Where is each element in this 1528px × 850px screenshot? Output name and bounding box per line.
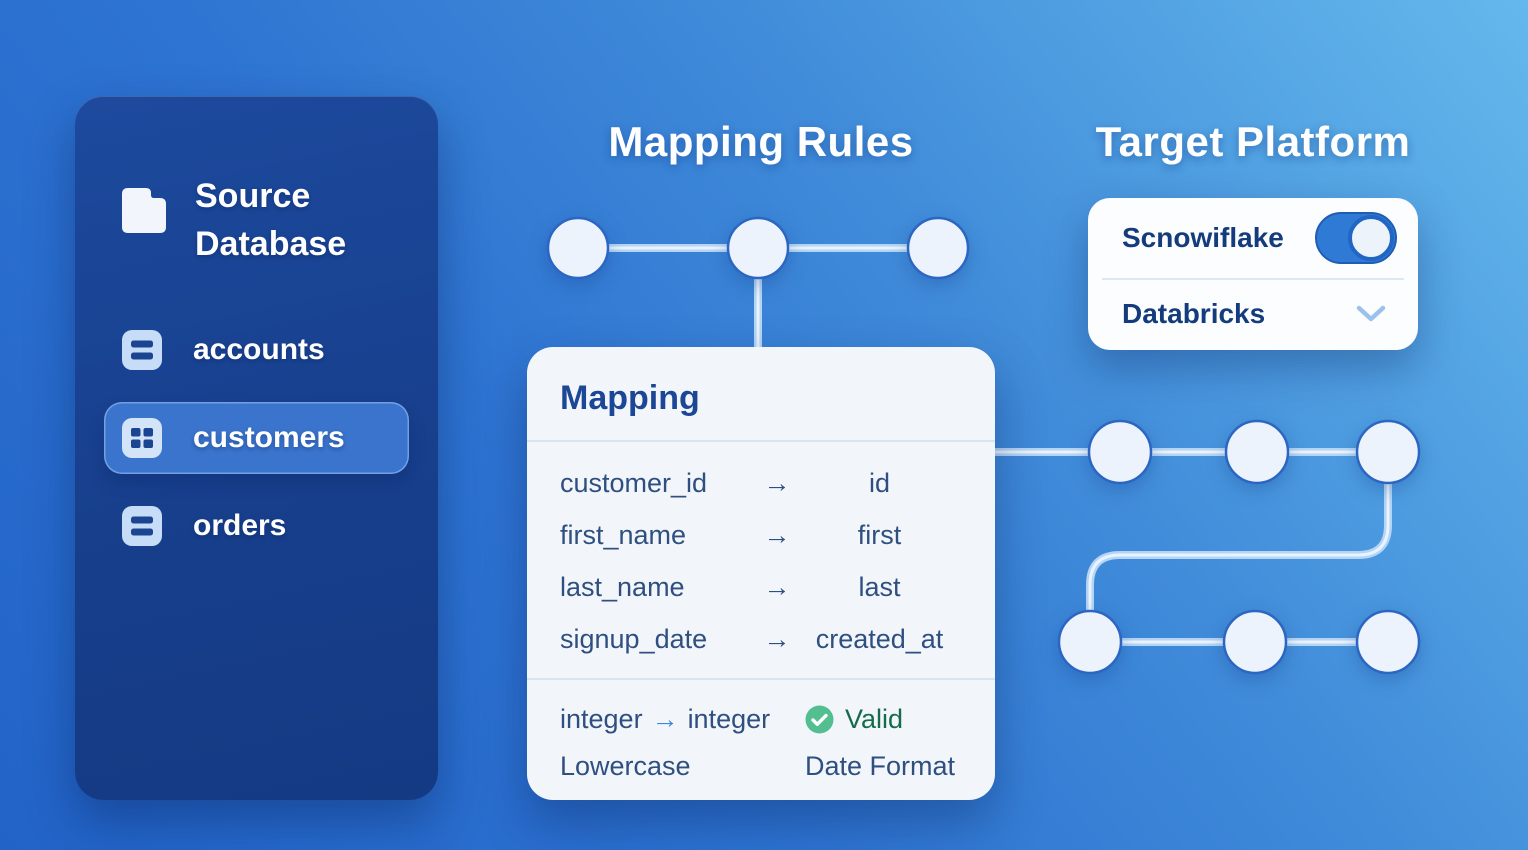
flow-node — [1222, 609, 1288, 675]
type-from: integer — [560, 704, 643, 734]
flow-node — [1355, 609, 1421, 675]
divider — [527, 678, 995, 680]
flow-node — [546, 216, 610, 280]
toggle-knob — [1348, 215, 1394, 261]
validation-status: Valid — [805, 704, 962, 735]
sidebar-item-orders[interactable]: orders — [104, 490, 409, 562]
flow-node — [1355, 419, 1421, 485]
table-rows-icon — [122, 506, 162, 546]
source-field: customer_id — [560, 467, 708, 498]
map-arrow-icon: → — [763, 571, 791, 602]
target-platform-heading: Target Platform — [1095, 118, 1411, 165]
target-option-label: Scnowiflake — [1122, 222, 1284, 253]
mapping-row: first_name → first — [560, 509, 962, 561]
target-option-snowflake: Scnowiflake — [1122, 198, 1397, 278]
source-field: last_name — [560, 571, 685, 602]
sidebar-item-label: orders — [193, 509, 287, 542]
rule-lowercase: Lowercase — [560, 751, 691, 781]
target-field: created_at — [815, 623, 944, 654]
flow-node — [1224, 419, 1290, 485]
sidebar-item-label: accounts — [193, 333, 325, 366]
flow-node — [906, 216, 970, 280]
target-option-databricks[interactable]: Databricks — [1122, 279, 1397, 349]
sidebar-item-label: customers — [193, 421, 345, 454]
status-label: Valid — [845, 704, 904, 734]
mapping-rules-heading: Mapping Rules — [608, 118, 914, 165]
check-circle-icon — [805, 705, 834, 734]
flow-node — [1087, 419, 1153, 485]
source-field: signup_date — [560, 623, 708, 654]
mapping-footer: integer → integer Valid Lowercase Date For… — [560, 696, 962, 790]
snowflake-toggle[interactable] — [1315, 212, 1397, 264]
panel-title: Source Database — [195, 177, 347, 263]
source-database-panel: Source Database accounts c — [75, 96, 438, 800]
divider — [527, 440, 995, 442]
type-to: integer — [687, 704, 771, 734]
table-rows-icon — [122, 330, 162, 370]
table-list: accounts customers orders — [104, 314, 409, 578]
mapping-rows: customer_id → id first_name → first last… — [560, 457, 962, 665]
map-arrow-icon: → — [763, 623, 791, 654]
mapping-row: customer_id → id — [560, 457, 962, 509]
sidebar-item-accounts[interactable]: accounts — [104, 314, 409, 386]
flow-node — [726, 216, 790, 280]
target-option-label: Databricks — [1122, 298, 1266, 329]
mapping-card-title: Mapping — [560, 379, 700, 417]
target-field: first — [857, 519, 902, 550]
folder-icon — [122, 188, 166, 233]
mapping-card: Mapping customer_id → id first_name → fi… — [527, 347, 995, 800]
divider — [1102, 278, 1404, 280]
source-field: first_name — [560, 519, 687, 550]
mapping-row: last_name → last — [560, 561, 962, 613]
target-field: last — [858, 571, 901, 602]
panel-header: Source Database — [118, 172, 390, 268]
table-grid-icon — [122, 418, 162, 458]
type-arrow-icon: → — [651, 704, 679, 734]
map-arrow-icon: → — [763, 519, 791, 550]
chevron-down-icon[interactable] — [1355, 305, 1387, 323]
type-mapping: integer → integer — [560, 704, 805, 735]
map-arrow-icon: → — [763, 467, 791, 498]
mapping-row: signup_date → created_at — [560, 613, 962, 665]
target-platform-card: Scnowiflake Databricks — [1088, 198, 1418, 350]
sidebar-item-customers[interactable]: customers — [104, 402, 409, 474]
flow-node — [1057, 609, 1123, 675]
target-field: id — [868, 467, 890, 498]
rule-date-format: Date Format — [805, 751, 956, 781]
